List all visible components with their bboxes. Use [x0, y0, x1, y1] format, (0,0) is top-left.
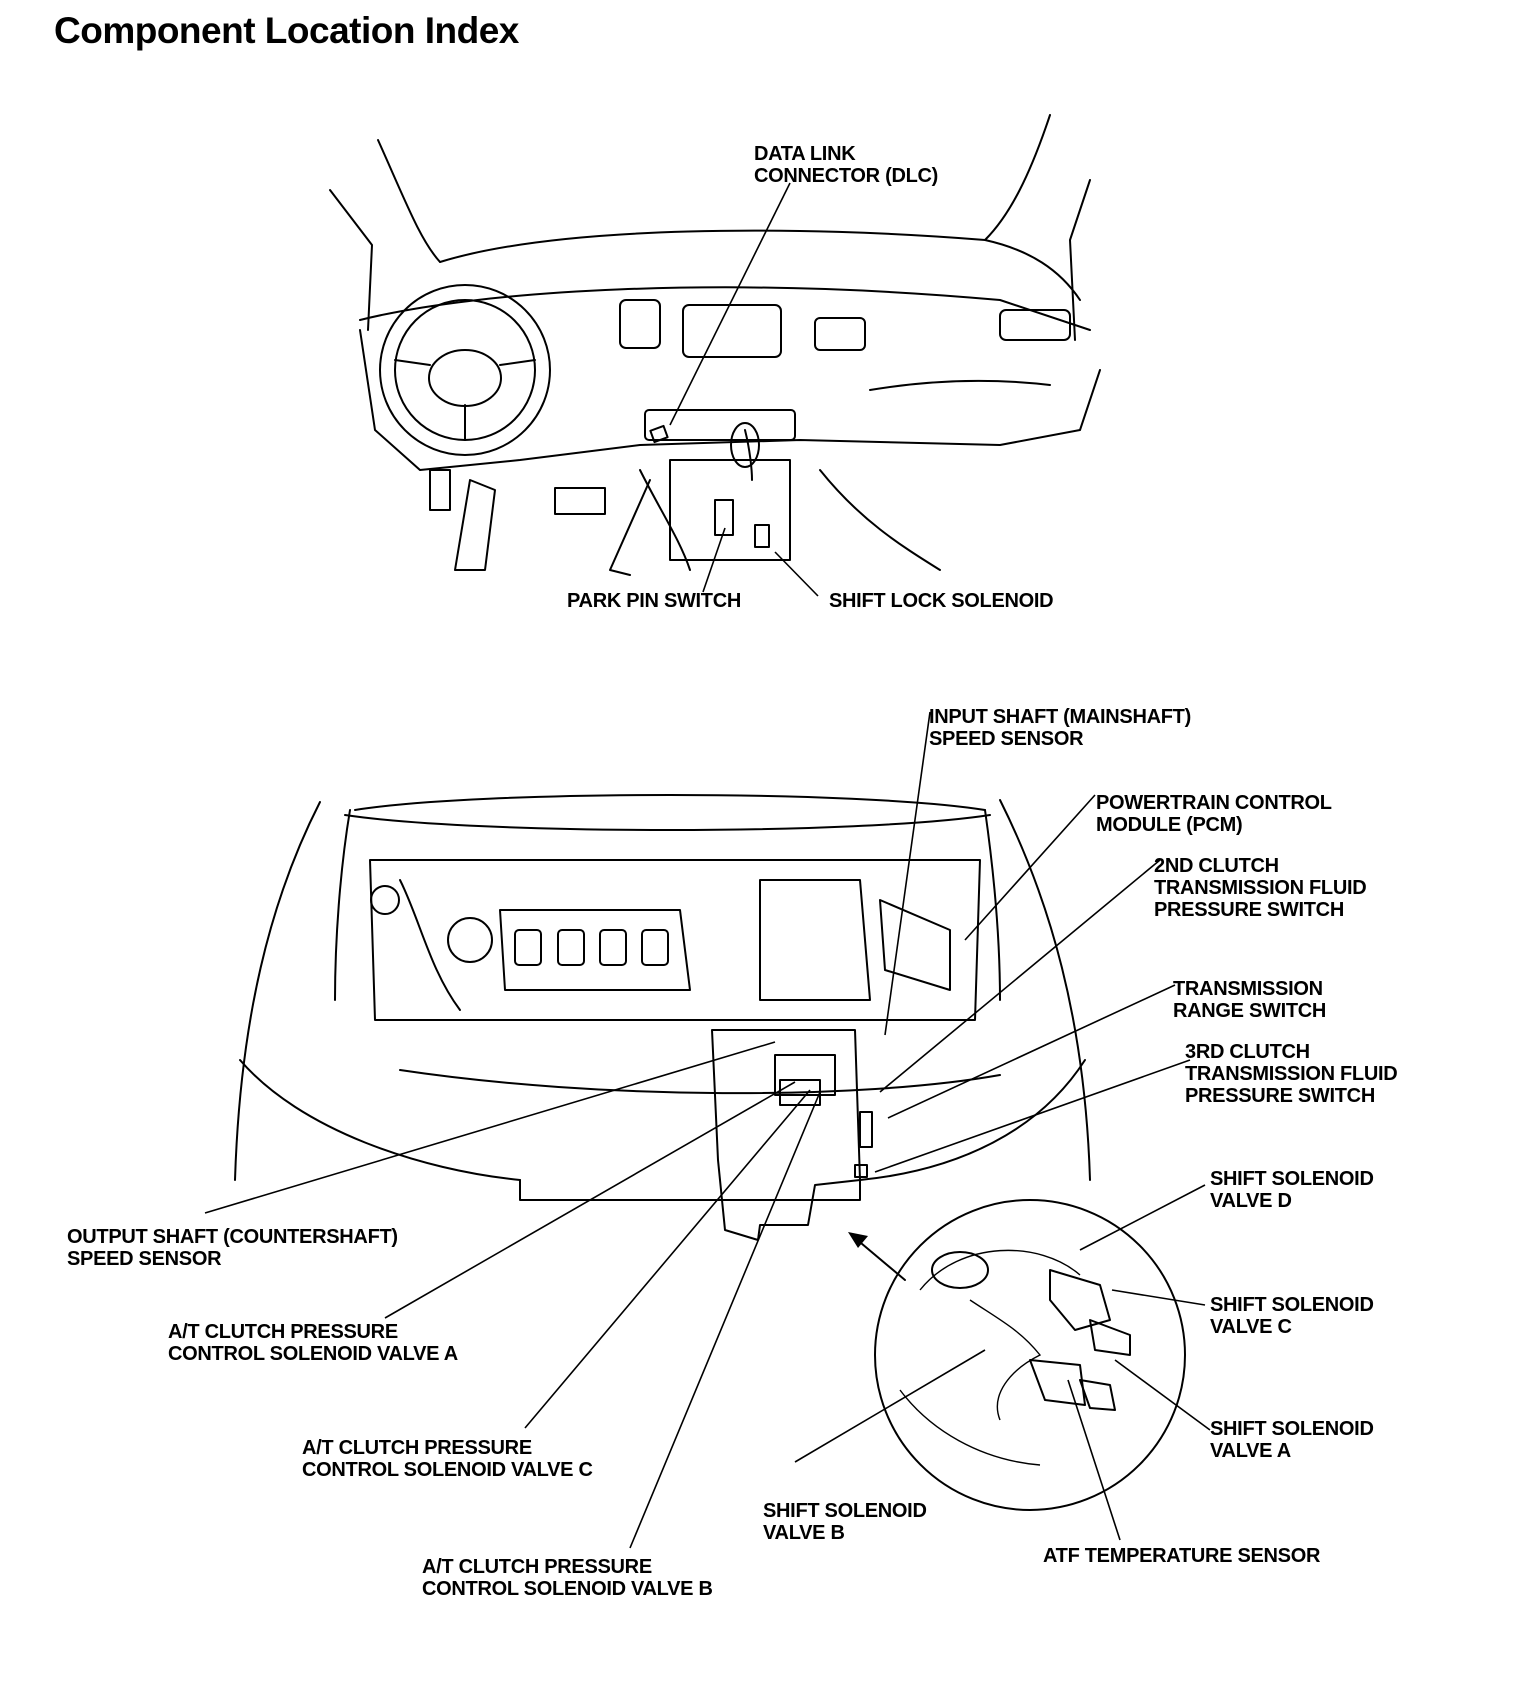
label-shift-lock-solenoid: SHIFT LOCK SOLENOID: [829, 590, 1054, 612]
detail-magnifier: [874, 1199, 1186, 1511]
leader-range-switch: [887, 984, 1176, 1119]
detail-arrow-head: [848, 1232, 868, 1248]
label-at-clutch-valve-a: A/T CLUTCH PRESSURE CONTROL SOLENOID VAL…: [168, 1321, 458, 1365]
label-shift-solenoid-valve-a: SHIFT SOLENOID VALVE A: [1210, 1418, 1374, 1462]
leader-shift-lock-solenoid: [774, 551, 819, 597]
leader-atf-temp: [1067, 1379, 1121, 1541]
leader-park-pin-switch: [702, 527, 726, 593]
leader-dlc: [669, 182, 791, 426]
label-3rd-clutch-pressure-switch: 3RD CLUTCH TRANSMISSION FLUID PRESSURE S…: [1185, 1041, 1398, 1107]
leader-shift-valve-b: [794, 1349, 986, 1463]
label-atf-temperature-sensor: ATF TEMPERATURE SENSOR: [1043, 1545, 1321, 1567]
detail-arrow-shaft: [854, 1237, 906, 1281]
engine-bay-illustration: [234, 794, 1091, 1241]
label-at-clutch-valve-b: A/T CLUTCH PRESSURE CONTROL SOLENOID VAL…: [422, 1556, 713, 1600]
leader-at-valve-b: [629, 1091, 821, 1549]
label-shift-solenoid-valve-d: SHIFT SOLENOID VALVE D: [1210, 1168, 1374, 1212]
leader-at-valve-c: [524, 1089, 811, 1429]
leader-shift-valve-a: [1114, 1359, 1211, 1431]
label-transmission-range-switch: TRANSMISSION RANGE SWITCH: [1173, 978, 1327, 1022]
leader-3rd-clutch: [874, 1059, 1191, 1173]
label-output-shaft-speed-sensor: OUTPUT SHAFT (COUNTERSHAFT) SPEED SENSOR: [67, 1226, 398, 1270]
label-shift-solenoid-valve-b: SHIFT SOLENOID VALVE B: [763, 1500, 927, 1544]
label-data-link-connector: DATA LINK CONNECTOR (DLC): [754, 143, 939, 187]
leader-at-valve-a: [384, 1081, 796, 1319]
label-powertrain-control-module: POWERTRAIN CONTROL MODULE (PCM): [1096, 792, 1332, 836]
label-at-clutch-valve-c: A/T CLUTCH PRESSURE CONTROL SOLENOID VAL…: [302, 1437, 593, 1481]
page-title: Component Location Index: [54, 10, 519, 51]
leader-shift-valve-c: [1111, 1289, 1206, 1306]
dashboard-illustration: [329, 114, 1101, 576]
leader-2nd-clutch: [879, 859, 1161, 1093]
leader-pcm: [964, 794, 1096, 941]
label-shift-solenoid-valve-c: SHIFT SOLENOID VALVE C: [1210, 1294, 1374, 1338]
label-2nd-clutch-pressure-switch: 2ND CLUTCH TRANSMISSION FLUID PRESSURE S…: [1154, 855, 1367, 921]
label-park-pin-switch: PARK PIN SWITCH: [567, 590, 742, 612]
leader-output-shaft: [204, 1041, 776, 1214]
label-input-shaft-speed-sensor: INPUT SHAFT (MAINSHAFT) SPEED SENSOR: [929, 706, 1191, 750]
leader-shift-valve-d: [1079, 1184, 1206, 1251]
leader-input-shaft: [884, 711, 931, 1036]
